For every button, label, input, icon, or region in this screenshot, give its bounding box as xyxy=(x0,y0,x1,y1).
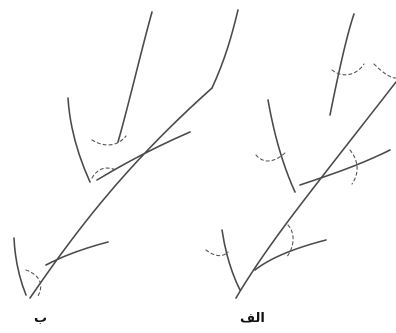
panel-b-twig xyxy=(14,10,238,298)
panel-label-alef: الف xyxy=(240,311,265,326)
middle-right-branch xyxy=(97,132,190,180)
top-branch xyxy=(330,14,354,115)
upper-right-branch xyxy=(212,10,238,88)
panel-label-b: ب xyxy=(34,311,47,326)
upper-branch xyxy=(118,12,152,142)
lower-right-branch xyxy=(255,240,326,270)
lower-left-branch xyxy=(222,230,240,290)
middle-right-branch xyxy=(300,150,390,185)
cut-mark xyxy=(206,250,228,256)
cut-mark xyxy=(332,64,364,75)
cut-mark xyxy=(374,64,396,78)
panel-b-cut-marks xyxy=(26,136,126,296)
left-branch xyxy=(268,100,295,192)
left-branch xyxy=(68,98,90,182)
cut-mark xyxy=(92,136,126,145)
main-branch xyxy=(30,88,212,298)
panel-alef-twig xyxy=(222,14,396,298)
lower-left-branch xyxy=(14,238,26,295)
